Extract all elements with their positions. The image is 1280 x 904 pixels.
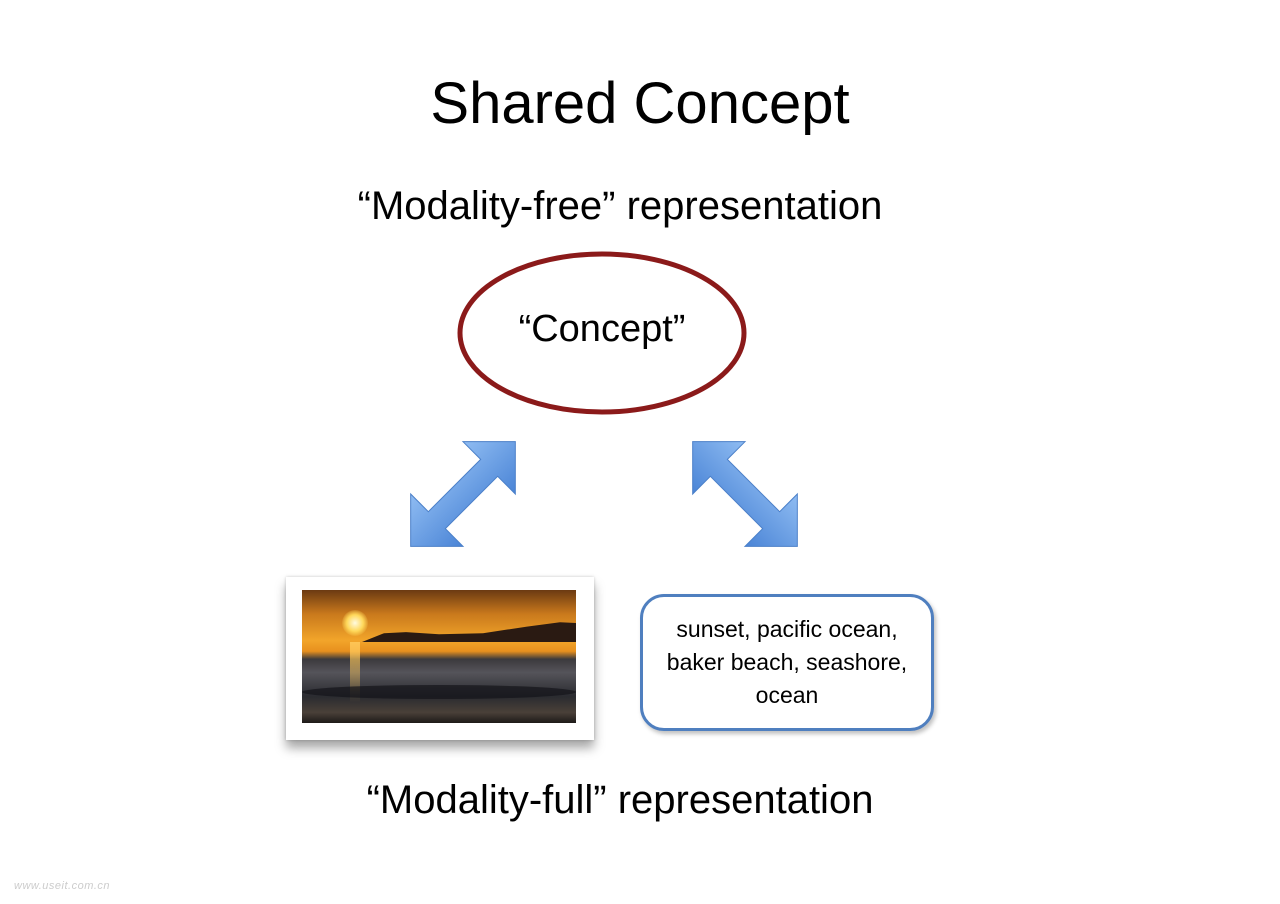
sunset-photo: [302, 590, 576, 723]
concept-ellipse: [457, 251, 747, 415]
sun-reflection: [350, 642, 360, 702]
text-tags-box: sunset, pacific ocean, baker beach, seas…: [640, 594, 934, 731]
wave: [302, 685, 576, 699]
modality-free-label: “Modality-free” representation: [357, 184, 883, 228]
slide-title: Shared Concept: [430, 71, 850, 136]
modality-full-label: “Modality-full” representation: [366, 778, 874, 822]
text-tags: sunset, pacific ocean, baker beach, seas…: [666, 616, 908, 708]
sunset-photo-frame: [286, 577, 594, 740]
double-arrow-right-icon: [692, 441, 798, 547]
sun: [342, 610, 368, 636]
headland: [362, 622, 576, 642]
watermark: www.useit.com.cn: [14, 880, 111, 892]
double-arrow-left-icon: [410, 441, 516, 547]
concept-label: “Concept”: [518, 308, 686, 350]
